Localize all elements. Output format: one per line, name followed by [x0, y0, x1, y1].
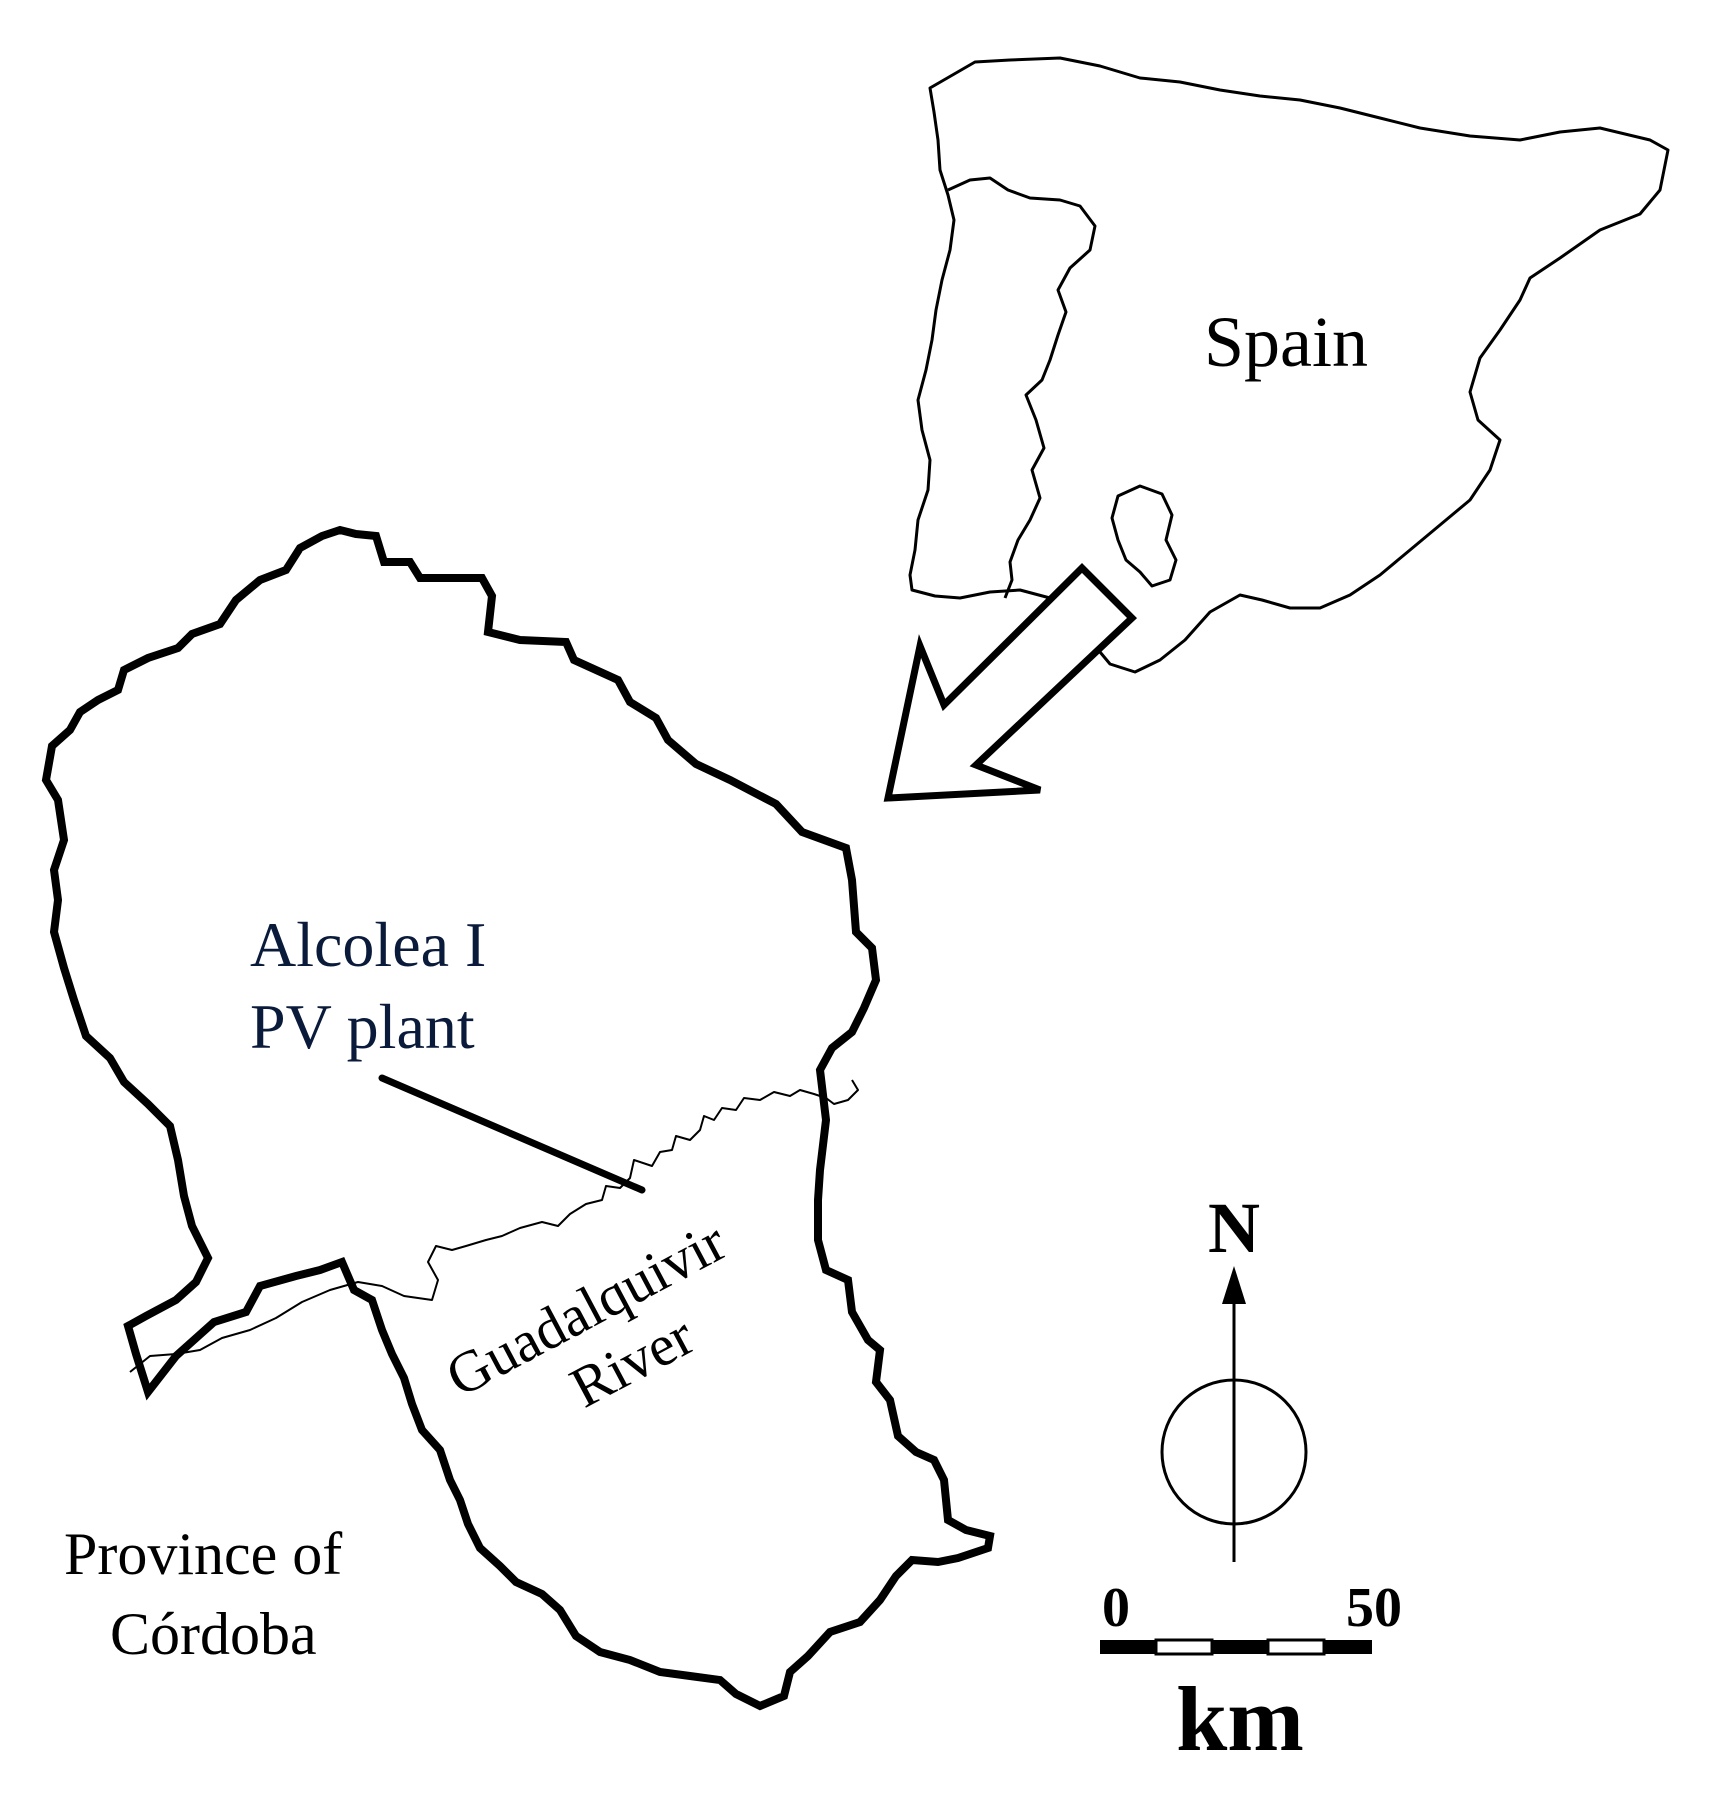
plant-label-line1: Alcolea I — [250, 909, 486, 980]
compass-circle — [1160, 1378, 1308, 1526]
scale-end-label: 50 — [1346, 1577, 1402, 1639]
north-arrow-head — [1222, 1266, 1246, 1304]
province-label-line1: Province of — [64, 1521, 342, 1587]
province-label-line2: Córdoba — [110, 1601, 317, 1667]
plant-pointer-line — [378, 1074, 646, 1194]
plant-label: Alcolea I PV plant — [250, 909, 502, 1062]
scale-segment-4 — [1266, 1638, 1326, 1656]
portugal-border — [947, 176, 1097, 599]
scale-segment-3 — [1212, 1640, 1268, 1654]
scale-unit-label: km — [1176, 1668, 1304, 1770]
guadalquivir-river — [129, 1079, 859, 1373]
scale-segment-5 — [1324, 1640, 1372, 1654]
plant-label-line2: PV plant — [250, 991, 475, 1062]
north-label: N — [1208, 1188, 1260, 1268]
scale-bar: 0 50 km — [1100, 1577, 1402, 1770]
province-label: Province of Córdoba — [64, 1521, 357, 1667]
iberia-outline — [908, 56, 1670, 674]
north-arrow-icon: N — [1160, 1188, 1308, 1562]
scale-start-label: 0 — [1102, 1577, 1130, 1639]
inset-label-spain: Spain — [1204, 302, 1368, 382]
province-outline — [41, 525, 995, 1711]
scale-segment-1 — [1100, 1640, 1156, 1654]
locator-arrow-icon — [883, 563, 1138, 802]
scale-segment-2 — [1154, 1638, 1214, 1656]
inset-province-outline — [1110, 484, 1178, 588]
